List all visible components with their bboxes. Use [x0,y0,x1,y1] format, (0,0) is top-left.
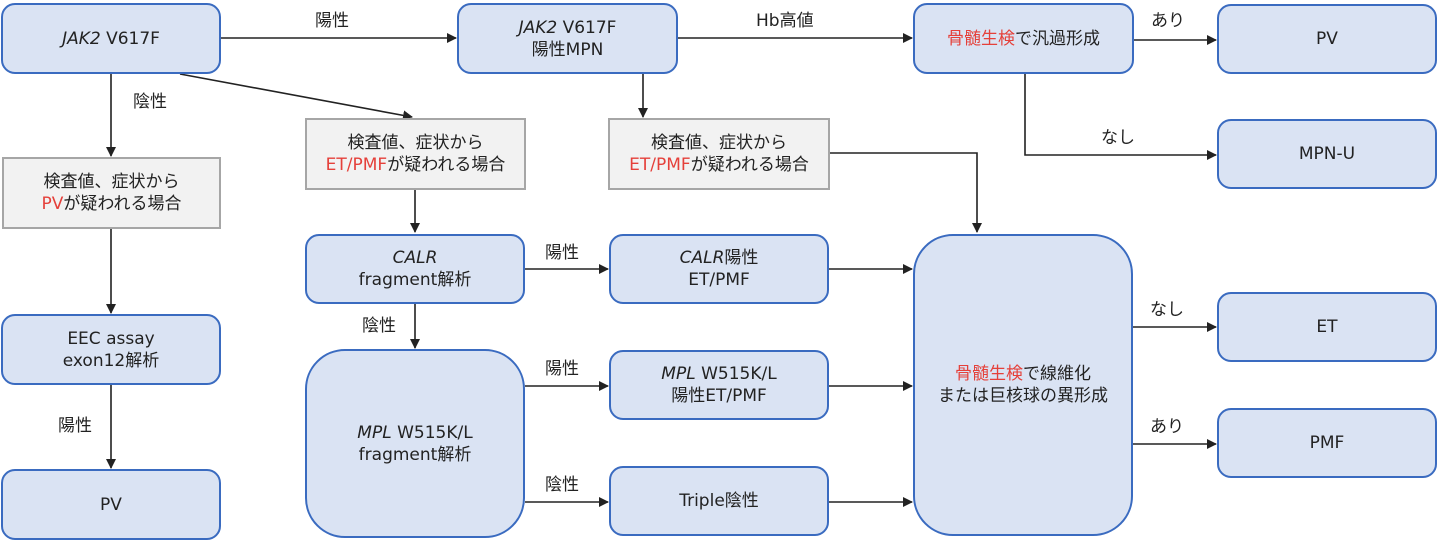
node-text: MPN-U [1298,144,1356,164]
node-pmf: PMF [1217,408,1437,478]
node-jak2-v617f: JAK2 V617F [1,3,221,74]
node-pv-top: PV [1217,4,1437,74]
node-text: fragment解析 [358,444,472,465]
arrow-jak2-to-suspect-etpmf [179,73,413,121]
gene-name: MPL [357,422,392,443]
edge-label-jak2-negative: 陰性 [133,92,167,112]
note-line: 検査値、症状から [651,133,787,153]
edge-label-jak2-positive: 陽性 [315,11,349,31]
gene-name: CALR [392,248,438,268]
note-line: が疑われる場合 [387,155,506,175]
edge-label-calr-positive: 陽性 [545,243,579,263]
edge-label-bm-pv-yes: あり [1151,11,1185,31]
edge-label-mpl-negative: 陰性 [545,475,579,495]
note-line: が疑われる場合 [690,155,809,175]
note-line: 検査値、症状から [43,172,180,192]
mutation-label: V617F [100,28,160,49]
edge-label-calr-negative: 陰性 [362,316,396,336]
node-text: で汎過形成 [1015,28,1100,49]
note-suspect-pv: 検査値、症状から PVが疑われる場合 [2,157,221,229]
note-line: 検査値、症状から [347,133,484,153]
node-mpl-fragment: MPL W515K/L fragment解析 [305,349,525,538]
highlight-text: PV [41,194,64,214]
highlight-text: ET/PMF [325,155,388,175]
node-text: 陽性ET/PMF [671,386,767,406]
note-line: が疑われる場合 [63,194,182,214]
node-subtitle: 陽性MPN [531,39,604,60]
node-bm-biopsy-panmyelosis: 骨髄生検で汎過形成 [913,3,1134,74]
gene-name: JAK2 [62,28,101,49]
node-mpl-positive: MPL W515K/L 陽性ET/PMF [609,350,829,420]
mutation-label: W515K/L [391,422,473,443]
gene-name: CALR [679,248,725,268]
gene-name: JAK2 [518,17,558,38]
edge-label-bm-pv-no: なし [1101,128,1135,148]
node-text: ET [1316,317,1338,337]
gene-name: MPL [661,364,696,384]
node-bm-biopsy-fibrosis: 骨髄生検で線維化 または巨核球の異形成 [913,234,1133,536]
node-triple-negative: Triple陰性 [609,466,829,536]
arrow-suspect-etpmf-to-fibrosis [830,152,982,233]
edge-label-eec-positive: 陽性 [58,416,92,436]
highlight-text: 骨髄生検 [955,364,1023,384]
node-text: 陽性 [724,248,759,268]
node-text: PV [1316,29,1338,49]
node-calr-fragment: CALR fragment解析 [305,234,525,304]
mutation-label: V617F [557,17,617,38]
node-text: Triple陰性 [679,491,759,511]
note-suspect-etpmf-right: 検査値、症状から ET/PMFが疑われる場合 [608,118,830,190]
node-calr-positive: CALR陽性 ET/PMF [609,234,829,304]
highlight-text: 骨髄生検 [947,28,1015,49]
edge-label-fibrosis-no: なし [1150,300,1184,320]
edge-label-fibrosis-yes: あり [1150,417,1184,437]
note-suspect-etpmf-mid: 検査値、症状から ET/PMFが疑われる場合 [305,118,526,190]
node-text: fragment解析 [358,270,472,290]
node-text: ET/PMF [688,270,750,290]
edge-label-mpl-positive: 陽性 [545,359,579,379]
edge-label-hb-high: Hb高値 [756,11,814,31]
node-text: または巨核球の異形成 [938,386,1108,406]
node-mpn-u: MPN-U [1217,119,1437,189]
node-et: ET [1217,292,1437,362]
node-text: PV [100,494,122,515]
mutation-label: W515K/L [695,364,777,384]
node-jak2-positive-mpn: JAK2 V617F 陽性MPN [457,3,678,74]
node-text: で線維化 [1023,364,1091,384]
node-text: EEC assay [67,328,155,349]
node-text: PMF [1309,433,1345,453]
node-text: exon12解析 [62,350,160,371]
highlight-text: ET/PMF [629,155,691,175]
node-eec-assay: EEC assay exon12解析 [1,314,221,385]
node-pv-bottom: PV [1,469,221,540]
